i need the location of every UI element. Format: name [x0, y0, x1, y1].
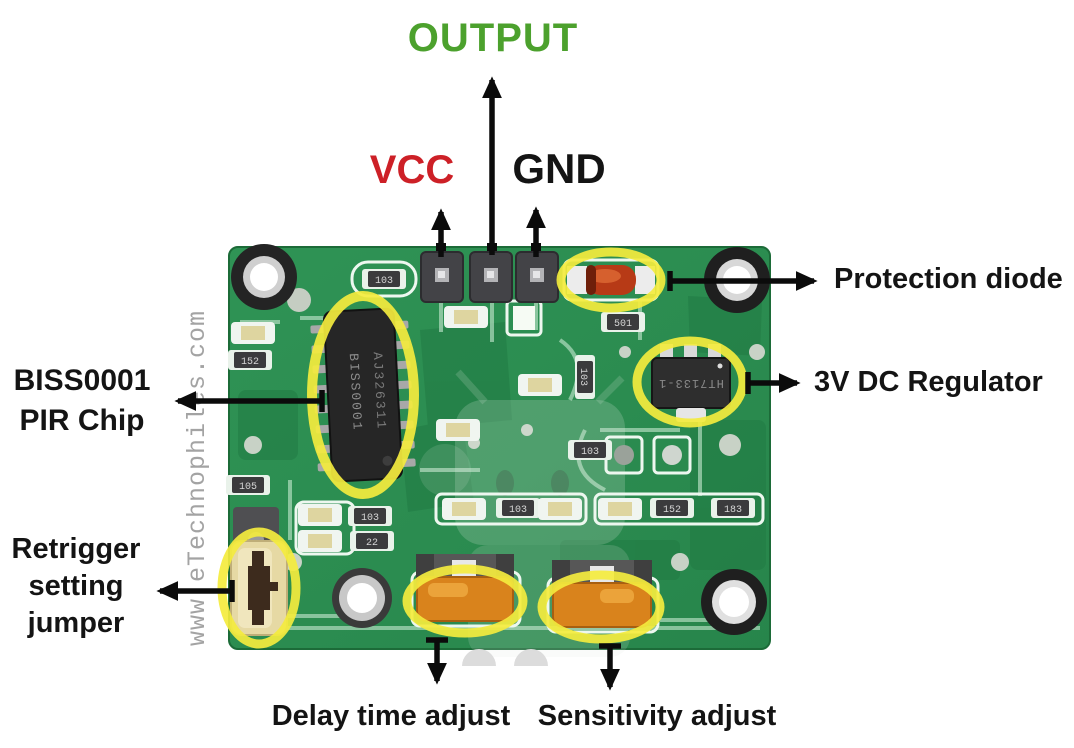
pir-chip-label-line2: PIR Chip: [19, 404, 145, 437]
retrigger-jumper: [230, 507, 288, 636]
svg-text:105: 105: [239, 482, 257, 493]
highlight-diode: [556, 247, 666, 313]
retrigger-label-line3: jumper: [27, 607, 125, 639]
svg-text:103: 103: [577, 368, 588, 386]
pir-chip-label: BISS0001 PIR Chip: [14, 361, 151, 441]
svg-text:152: 152: [663, 505, 681, 516]
chip-marking-2: AJ326311: [370, 352, 389, 431]
protection-diode-label: Protection diode: [834, 263, 1063, 295]
pin-output: [469, 251, 513, 303]
svg-text:103: 103: [581, 447, 599, 458]
retrigger-jumper-label: Retrigger setting jumper: [12, 531, 141, 642]
biss0001-chip: BISS0001 AJ326311: [310, 307, 416, 483]
smd-led-pads: [505, 299, 682, 465]
delay-potentiometer: [416, 554, 514, 622]
svg-text:103: 103: [361, 513, 379, 524]
pin-gnd: [515, 251, 559, 303]
annotation-arrows: [156, 76, 818, 691]
sensitivity-potentiometer: [552, 560, 652, 628]
svg-text:103: 103: [375, 276, 393, 287]
retrigger-label-line2: setting: [28, 570, 124, 602]
sensitivity-adjust-label: Sensitivity adjust: [537, 700, 777, 732]
retrigger-label-line1: Retrigger: [11, 533, 141, 565]
chip-marking-1: BISS0001: [346, 353, 365, 432]
pir-chip-label-line1: BISS0001: [13, 364, 151, 397]
pin-vcc: [420, 251, 464, 303]
protection-diode: [562, 258, 660, 302]
highlight-sensitivity-pot: [537, 570, 665, 644]
svg-text:22: 22: [366, 538, 378, 549]
highlight-delay-pot: [402, 564, 528, 638]
standoff-domes: [462, 649, 548, 666]
svg-text:501: 501: [614, 319, 632, 330]
mounting-hole-top-left: [231, 244, 297, 310]
smd-resistors: 103 501 103 103 103 152 183 152 105 103 …: [226, 269, 755, 551]
gnd-pin-label: GND: [512, 145, 606, 192]
vcc-pin-label: VCC: [369, 148, 455, 192]
output-pin-label: OUTPUT: [407, 16, 579, 60]
svg-text:103: 103: [509, 505, 527, 516]
highlight-pir-chip: [307, 291, 419, 499]
highlight-retrigger-jumper: [217, 527, 301, 649]
smd-capacitors: [231, 306, 642, 552]
mounting-hole-bottom-left: [332, 568, 392, 628]
mounting-hole-bottom-right: [701, 569, 767, 635]
watermark-text: www.eTechnophiles.com: [183, 310, 212, 646]
regulator-marking: HT7133-1: [658, 376, 724, 390]
regulator-label: 3V DC Regulator: [814, 366, 1043, 398]
svg-text:183: 183: [724, 505, 742, 516]
svg-text:152: 152: [241, 357, 259, 368]
delay-adjust-label: Delay time adjust: [271, 700, 511, 732]
highlight-regulator: [632, 336, 748, 428]
pcb-board: 103 501 103 103 103 152 183 152 105 103 …: [217, 243, 771, 666]
